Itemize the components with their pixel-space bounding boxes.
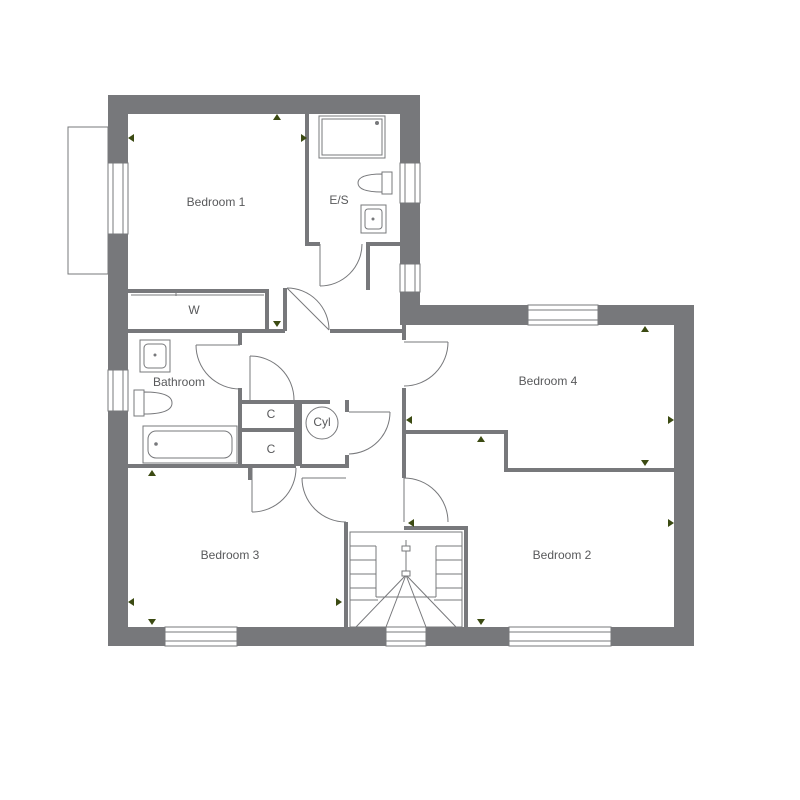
- label-bedroom-2: Bedroom 2: [533, 548, 592, 562]
- label-ensuite: E/S: [329, 193, 348, 207]
- internal-walls: [128, 114, 676, 629]
- fixtures: [131, 115, 393, 464]
- windows: [107, 162, 612, 647]
- label-bedroom-1: Bedroom 1: [187, 195, 246, 209]
- window-landing: [399, 263, 421, 293]
- label-wardrobe: W: [188, 303, 200, 317]
- label-bathroom: Bathroom: [153, 375, 205, 389]
- window-stairs: [385, 626, 427, 647]
- label-cupboard-2: C: [267, 442, 276, 456]
- doors: [195, 243, 449, 523]
- cylinder-tank: [305, 406, 339, 440]
- window-bedroom1: [107, 162, 129, 235]
- balcony-outline: [67, 126, 109, 275]
- socket-markers: [128, 114, 674, 625]
- window-bathroom: [107, 369, 129, 412]
- bathroom-toilet: [133, 389, 145, 417]
- label-cupboard-1: C: [267, 407, 276, 421]
- ensuite-toilet: [381, 171, 393, 195]
- window-bedroom2: [508, 626, 612, 647]
- window-bedroom4: [527, 304, 599, 326]
- label-bedroom-4: Bedroom 4: [519, 374, 578, 388]
- window-ensuite: [399, 162, 421, 204]
- label-bedroom-3: Bedroom 3: [201, 548, 260, 562]
- staircase: [349, 531, 463, 628]
- window-bedroom3: [164, 626, 238, 647]
- label-cylinder: Cyl: [313, 415, 330, 429]
- room-labels: Bedroom 1 E/S W Bathroom Bedroom 4 C C C…: [153, 193, 592, 562]
